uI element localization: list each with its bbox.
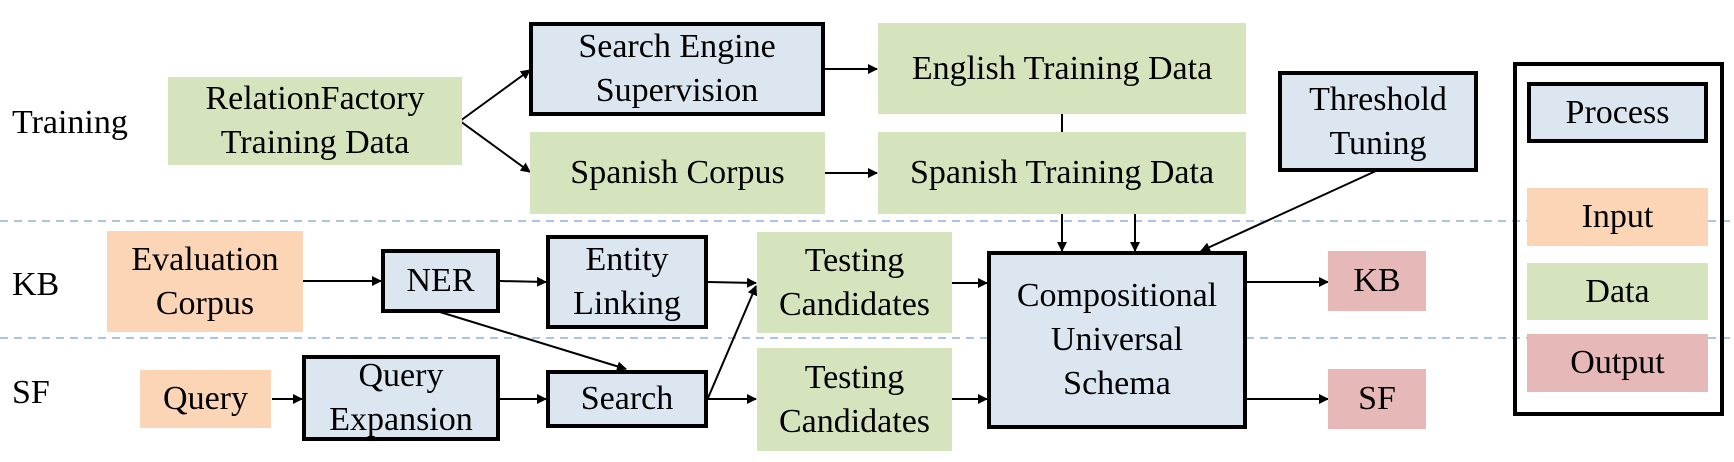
search-process: Search xyxy=(546,370,708,428)
legend-data: Data xyxy=(1527,263,1708,320)
query-input: Query xyxy=(140,370,271,428)
spanish-corpus: Spanish Corpus xyxy=(530,132,825,214)
legend-output: Output xyxy=(1527,334,1708,392)
query-expansion-process: Query Expansion xyxy=(302,355,500,441)
kb-output: KB xyxy=(1328,251,1426,311)
arrow-search-to-tc-kb xyxy=(707,285,758,399)
arrow-rf-to-search-engine xyxy=(459,69,531,122)
ner-process: NER xyxy=(381,249,500,313)
threshold-tuning: Threshold Tuning xyxy=(1278,71,1478,172)
arrow-entity-linking-to-tc-kb xyxy=(707,277,757,288)
testing-candidates-sf: Testing Candidates xyxy=(757,348,952,451)
legend-process: Process xyxy=(1527,82,1708,143)
legend-input: Input xyxy=(1527,188,1708,246)
compositional-universal-schema: Compositional Universal Schema xyxy=(987,251,1247,429)
arrow-rf-to-spanish-corpus xyxy=(459,120,531,173)
relationfactory-training-data: RelationFactory Training Data xyxy=(168,77,462,165)
sf-output: SF xyxy=(1328,369,1426,429)
testing-candidates-kb: Testing Candidates xyxy=(757,232,952,333)
arrow-ner-to-search xyxy=(439,311,627,372)
english-training-data: English Training Data xyxy=(878,23,1246,114)
legend xyxy=(1513,62,1724,416)
search-engine-supervision: Search Engine Supervision xyxy=(529,22,825,116)
evaluation-corpus: Evaluation Corpus xyxy=(107,231,303,332)
row-label-sf: SF xyxy=(12,374,50,411)
row-label-training: Training xyxy=(12,104,128,141)
row-label-kb: KB xyxy=(12,266,60,303)
arrow-ner-to-entity-linking xyxy=(499,276,547,287)
entity-linking-process: Entity Linking xyxy=(546,235,708,329)
arrow-threshold-to-cus xyxy=(1200,169,1379,252)
spanish-training-data: Spanish Training Data xyxy=(878,132,1246,214)
